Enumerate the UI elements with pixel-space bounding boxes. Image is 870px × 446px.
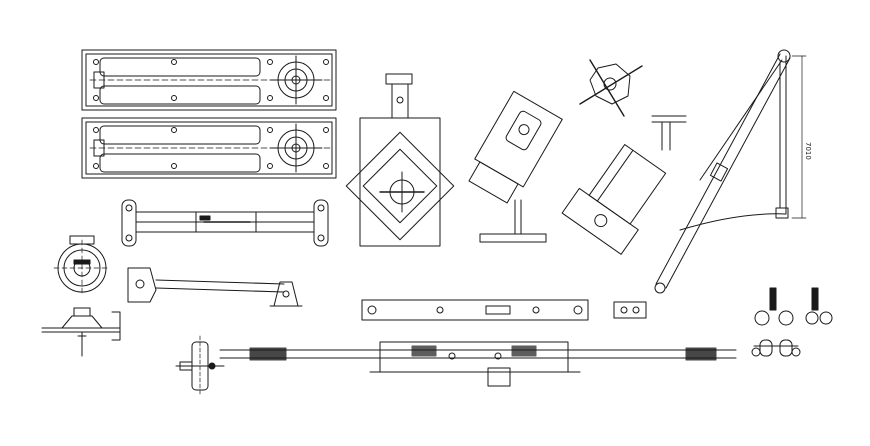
door-closer-arm (121, 199, 329, 247)
small-keeper (613, 301, 647, 319)
castor-wheels-pair (751, 287, 833, 357)
dimension-label: 7010 (804, 142, 812, 160)
stay-arm (127, 267, 303, 307)
bracket-angled-left (345, 73, 455, 247)
espagnolette-bolt-rod (219, 341, 737, 387)
gas-strut-arm (654, 49, 807, 294)
bracket-angled-right (561, 115, 687, 255)
bracket-angled-right (468, 90, 563, 243)
floor-spring-bottom-view (81, 117, 337, 179)
pivot-housing (53, 235, 111, 297)
cap-with-crossed-arms (579, 59, 643, 117)
floor-pivot-assembly (41, 307, 121, 357)
floor-spring-top-view (81, 49, 337, 111)
latch-strike-plate (361, 299, 589, 321)
pivot-cross-section (175, 335, 225, 397)
